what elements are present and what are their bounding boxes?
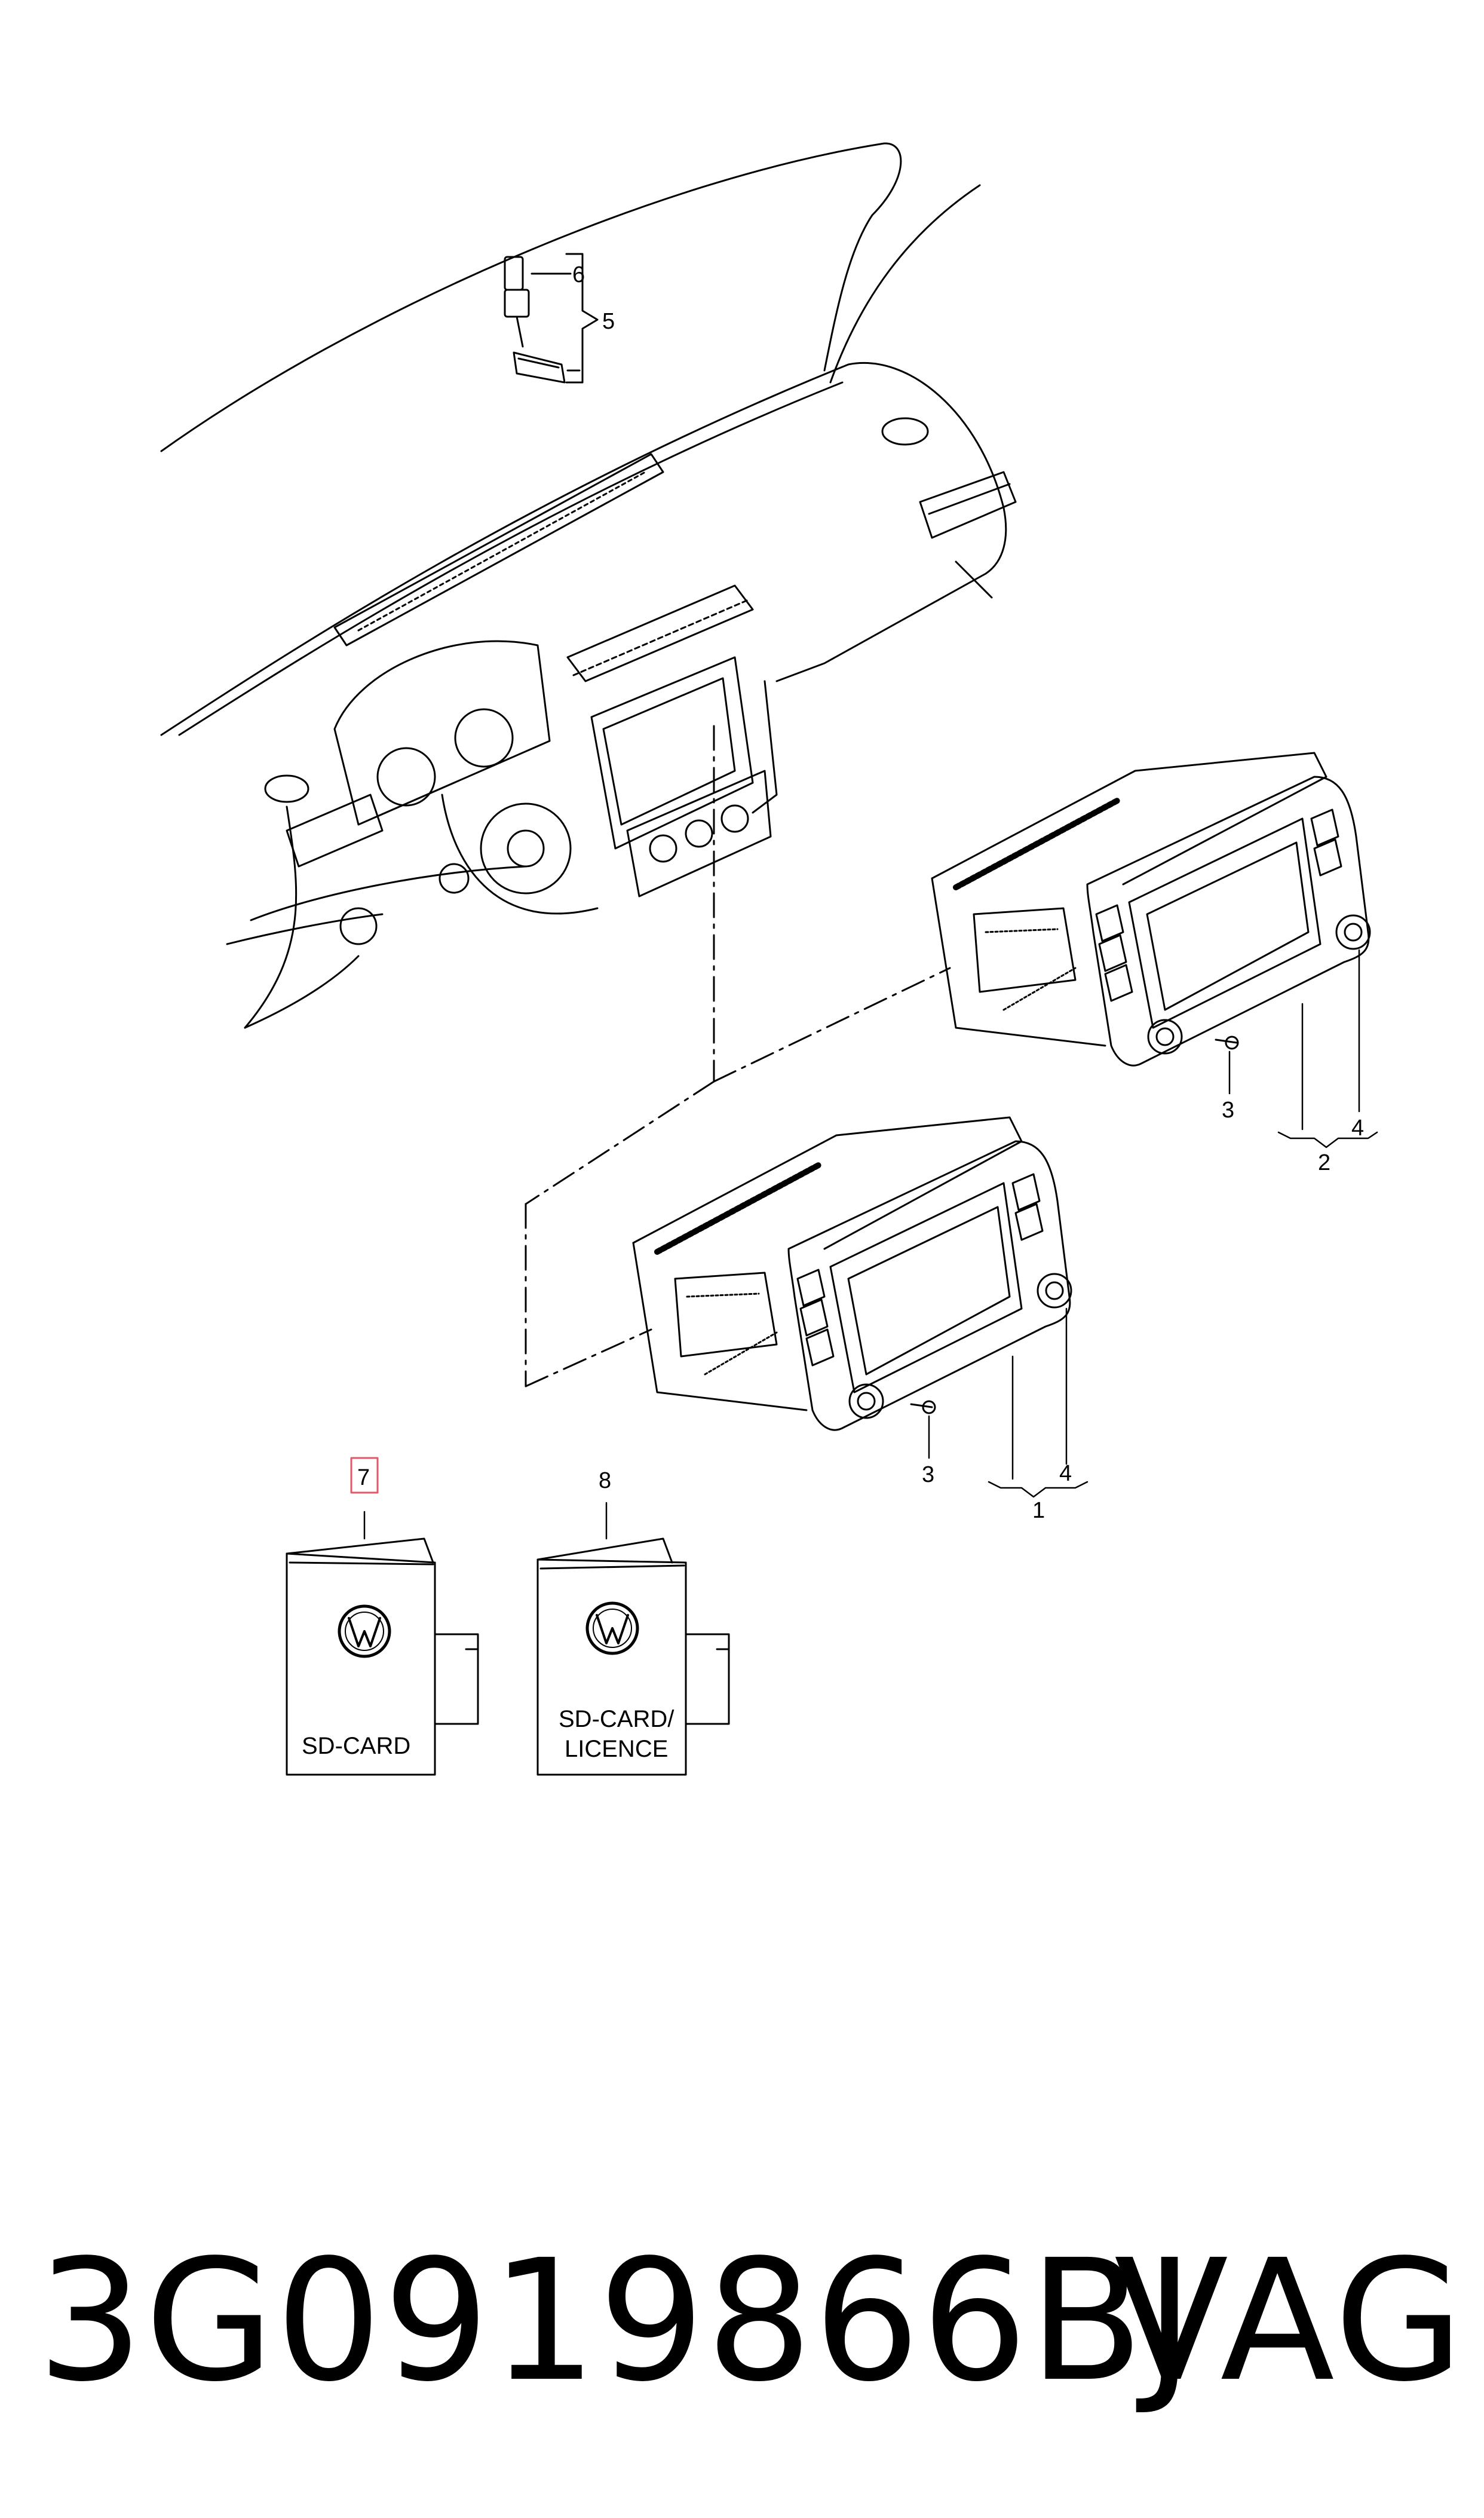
callout-leaders (363, 949, 1378, 1540)
dashboard (160, 142, 1017, 1029)
card-labels: SD-CARD SD-CARD/ LICENCE (302, 1706, 674, 1762)
callout-7: 7 (357, 1465, 370, 1490)
callout-3-upper: 3 (1222, 1098, 1234, 1123)
radio-unit-upper (931, 752, 1371, 1067)
callout-7-highlight (350, 1457, 379, 1494)
radio-unit-lower (632, 1116, 1072, 1431)
callout-5: 5 (602, 309, 615, 334)
assembly-leaders (525, 725, 951, 1387)
bracket-5-6 (565, 253, 599, 384)
callout-4-lower: 4 (1059, 1461, 1072, 1486)
licence-label-line1: SD-CARD/ (559, 1706, 674, 1732)
sd-licence-booklet (536, 1537, 730, 1776)
licence-label-line2: LICENCE (565, 1736, 668, 1762)
callout-8: 8 (599, 1468, 611, 1493)
callout-2: 2 (1318, 1150, 1330, 1175)
callout-labels: 6 5 3 4 2 3 4 1 7 8 (357, 262, 1364, 1523)
sd-card-label: SD-CARD (302, 1733, 410, 1759)
sd-card-booklet (286, 1537, 479, 1776)
switch-assembly (504, 256, 581, 384)
callout-3-lower: 3 (922, 1462, 934, 1487)
part-number: 3G0919866BJ (37, 2224, 1195, 2419)
brand-name: VAG (1114, 2224, 1466, 2419)
callout-6: 6 (572, 262, 585, 287)
callout-4-upper: 4 (1351, 1116, 1364, 1141)
vw-logo-licence (585, 1601, 639, 1655)
footer: 3G0919866BJ VAG (0, 2223, 1484, 2420)
vw-logo-sd (338, 1604, 391, 1658)
callout-1: 1 (1032, 1498, 1045, 1523)
